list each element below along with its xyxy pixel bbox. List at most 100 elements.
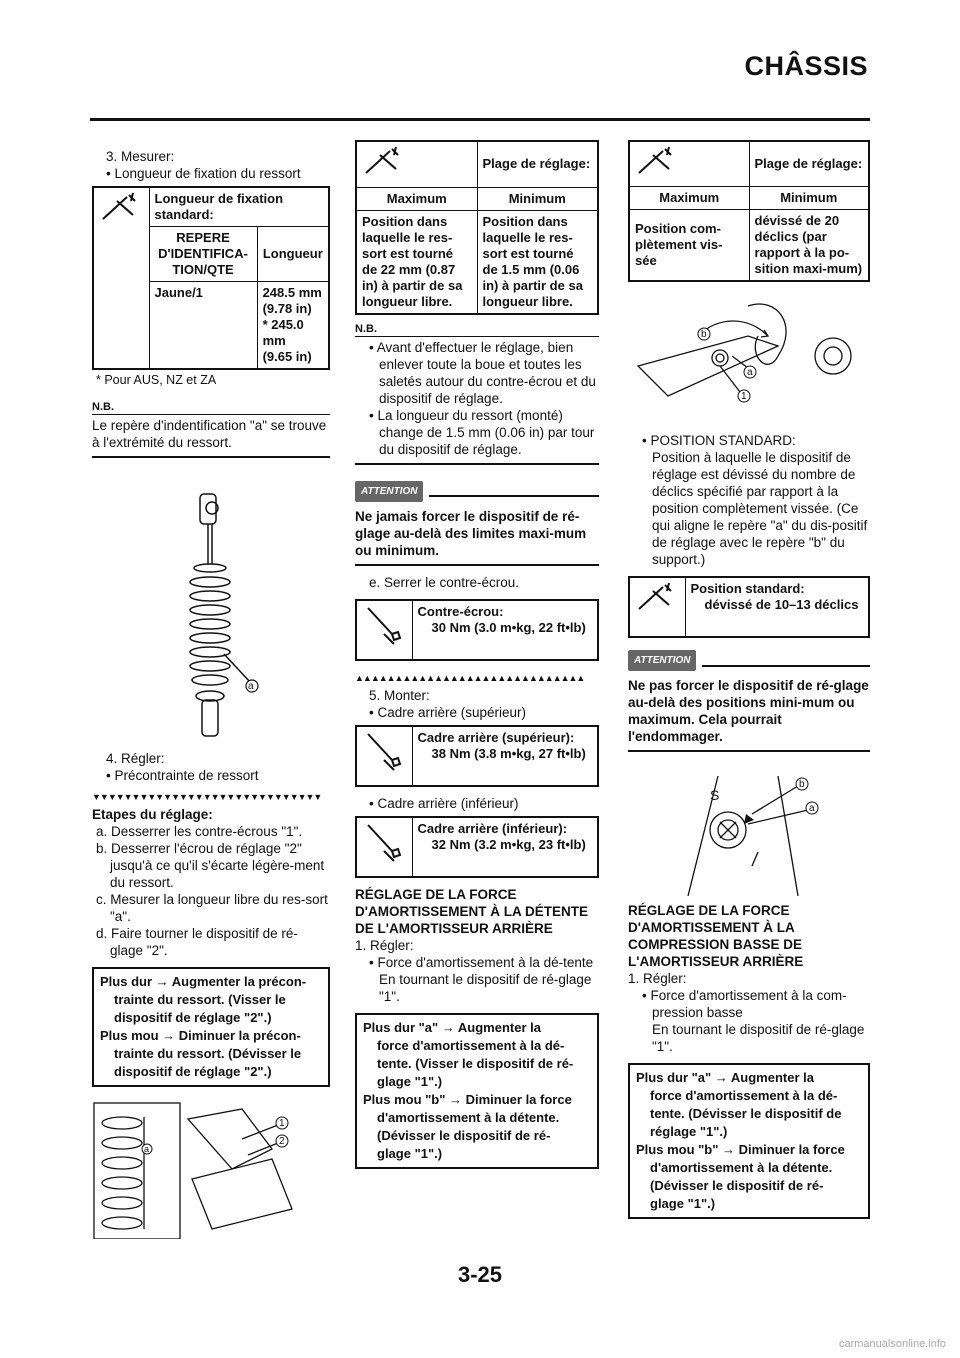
rebound-range-table: Plage de réglage: Maximum Minimum Positi…	[628, 140, 870, 282]
compression-step-1-sub: En tournant le dispositif de ré-glage "1…	[652, 1022, 865, 1054]
watermark[interactable]: carmanualsonline.info	[838, 1338, 946, 1350]
standard-text: Position à laquelle le dispositif de rég…	[652, 450, 868, 567]
adjust-d: d. Faire tourner le dispositif de ré-gla…	[96, 926, 298, 958]
torque1-value: 30 Nm (3.0 m•kg, 22 ft•lb)	[431, 619, 586, 635]
locknut-torque-table: Contre-écrou: 30 Nm (3.0 m•kg, 22 ft•lb)	[355, 598, 599, 661]
cell-min: dévissé de 20 déclics (par rapport à la …	[748, 209, 870, 282]
preload-adjust-box: Plus dur → Augmenter la précon- trainte …	[92, 967, 330, 1087]
box-line-3: tente. (Visser le dispositif de ré-	[377, 1055, 574, 1071]
rebound-adjust-box: Plus dur "a" → Augmenter la force d'amor…	[355, 1012, 599, 1169]
caliper-icon	[638, 582, 672, 610]
step-4-bullet: • Précontrainte de ressort	[106, 768, 259, 783]
box-line-3: dispositif de réglage "2".)	[114, 1010, 272, 1025]
page-number: 3-25	[457, 1262, 503, 1287]
box-line-1: Plus dur "a" → Augmenter la	[636, 1070, 814, 1085]
attention-badge: ATTENTION	[628, 650, 697, 671]
fig4-label-b: b	[799, 779, 805, 790]
torque1-title: Contre-écrou:	[417, 603, 504, 619]
torque-icon-cell	[355, 599, 413, 660]
svg-text:S: S	[710, 787, 719, 803]
nb-text: Le repère d'indentification "a" se trouv…	[92, 418, 327, 450]
compression-adjuster-drawing: S	[687, 775, 819, 897]
section-rebound-title: RÉGLAGE DE LA FORCE D'AMORTISSEMENT À LA…	[355, 886, 588, 936]
step-e: e. Serrer le contre-écrou.	[369, 574, 520, 590]
adjust-c: c. Mesurer la longueur libre du res-sort…	[96, 892, 328, 924]
wrench-icon	[367, 823, 402, 862]
lower-frame-torque-table: Cadre arrière (inférieur): 32 Nm (3.2 m•…	[355, 815, 599, 878]
th-min: Minimum	[748, 186, 870, 210]
upper-frame-torque-table: Cadre arrière (supérieur): 38 Nm (3.8 m•…	[355, 724, 599, 787]
shock-absorber-drawing	[189, 493, 259, 737]
step-5-bullet-1: • Cadre arrière (supérieur)	[369, 704, 527, 720]
rebound-adjuster-figure: b a 1	[628, 296, 870, 426]
adjust-b: b. Desserrer l'écrou de réglage "2" jusq…	[96, 841, 325, 890]
torque2-value: 38 Nm (3.8 m•kg, 27 ft•lb)	[431, 745, 586, 761]
box-line-8: glage "1".)	[650, 1196, 716, 1211]
fig2-label-a: a	[144, 1144, 150, 1154]
caliper-icon	[365, 146, 399, 174]
row-id: Jaune/1	[148, 281, 258, 370]
end-marks: ▲▲▲▲▲▲▲▲▲▲▲▲▲▲▲▲▲▲▲▲▲▲▲▲▲▲▲▲▲	[355, 672, 585, 683]
len-2: (9.78 in)	[262, 301, 312, 316]
wrench-icon	[367, 732, 402, 771]
torque-icon-cell	[355, 816, 413, 877]
box-line-6: dispositif de réglage "2".)	[114, 1064, 272, 1079]
rebound-step-1: 1. Régler:	[355, 937, 414, 953]
torque-icon-cell	[355, 725, 413, 786]
torque3-title: Cadre arrière (inférieur):	[417, 820, 568, 836]
th-length: Longueur	[256, 226, 330, 282]
rebound-step-1-bullet: • Force d'amortissement à la dé-tente	[369, 954, 594, 970]
start-marks: ▼▼▼▼▼▼▼▼▼▼▼▼▼▼▼▼▼▼▼▼▼▼▼▼▼▼▼▼▼	[92, 792, 322, 802]
step-4: 4. Régler:	[106, 751, 165, 766]
attention-header: ATTENTION	[628, 650, 870, 671]
adjust-a: a. Desserrer les contre-écrous "1".	[96, 824, 303, 839]
range-title: Plage de réglage:	[748, 140, 870, 187]
box-line-6: d'amortissement à la détente.	[377, 1109, 560, 1125]
standard-position-table: Position standard: dévissé de 10–13 décl…	[628, 576, 870, 638]
spring-length-spec-table: Longueur de fixation standard: REPERE D'…	[92, 186, 330, 370]
cell-min: Position dans laquelle le res-sort est t…	[476, 209, 599, 314]
fig3-label-a: a	[747, 367, 753, 378]
step-3: 3. Mesurer:	[106, 149, 175, 164]
lower-frame-torque: Cadre arrière (inférieur): 32 Nm (3.2 m•…	[411, 816, 599, 877]
spec-title: Longueur de fixation standard:	[148, 186, 330, 227]
box-line-5: Plus mou "b" → Diminuer la force	[363, 1091, 572, 1107]
box-line-4: glage "1".)	[377, 1073, 443, 1089]
locknut-torque: Contre-écrou: 30 Nm (3.0 m•kg, 22 ft•lb)	[411, 599, 599, 660]
rebound-step-1-sub: En tournant le dispositif de ré-glage "1…	[379, 971, 592, 1004]
upper-frame-torque: Cadre arrière (supérieur): 38 Nm (3.8 m•…	[411, 725, 599, 786]
box-line-7: (Dévisser le dispositif de ré-	[377, 1127, 551, 1143]
fig3-label-b: b	[701, 329, 707, 340]
len-1: 248.5 mm	[262, 285, 322, 300]
box-line-2: trainte du ressort. (Visser le	[114, 992, 286, 1007]
th-min: Minimum	[476, 186, 599, 211]
cell-max: Position com-plètement vis-sée	[628, 209, 750, 282]
attention-text: Ne pas forcer le dispositif de ré-glage …	[628, 678, 869, 744]
column-2: Plage de réglage: Maximum Minimum Positi…	[355, 140, 599, 1169]
standard-position: Position standard: dévissé de 10–13 décl…	[684, 576, 870, 638]
th-max: Maximum	[628, 186, 750, 210]
step-3-bullet: • Longueur de fixation du ressort	[106, 166, 301, 181]
cell-max: Position dans laquelle le res-sort est t…	[355, 209, 478, 314]
fig1-label-a: a	[248, 681, 254, 692]
len-3: * 245.0 mm	[262, 317, 304, 348]
box-line-7: (Dévisser le dispositif de ré-	[650, 1178, 824, 1193]
column-1: 3. Mesurer: • Longueur de fixation du re…	[92, 148, 330, 1245]
column-3: Plage de réglage: Maximum Minimum Positi…	[628, 140, 870, 1219]
row-length: 248.5 mm (9.78 in) * 245.0 mm (9.65 in)	[256, 281, 330, 370]
wrench-icon	[367, 606, 402, 645]
range-title: Plage de réglage:	[476, 140, 599, 188]
len-4: (9.65 in)	[262, 349, 312, 364]
box-line-8: glage "1".)	[377, 1145, 443, 1161]
adjust-title: Etapes du réglage:	[92, 807, 213, 822]
box-line-2: force d'amortissement à la dé-	[377, 1037, 565, 1053]
attention-header: ATTENTION	[355, 480, 599, 502]
nb-label: N.B.	[355, 323, 599, 337]
th-max: Maximum	[355, 186, 478, 211]
box-line-5: trainte du ressort. (Dévisser le	[114, 1046, 302, 1061]
preload-figure: 1 2 a	[92, 1099, 330, 1240]
compression-step-1-bullet: • Force d'amortissement à la com-pressio…	[642, 988, 847, 1020]
page-title: CHÂSSIS	[744, 51, 868, 81]
std-spec-title: Position standard:	[690, 581, 805, 596]
box-line-1: Plus dur "a" → Augmenter la	[363, 1019, 541, 1035]
